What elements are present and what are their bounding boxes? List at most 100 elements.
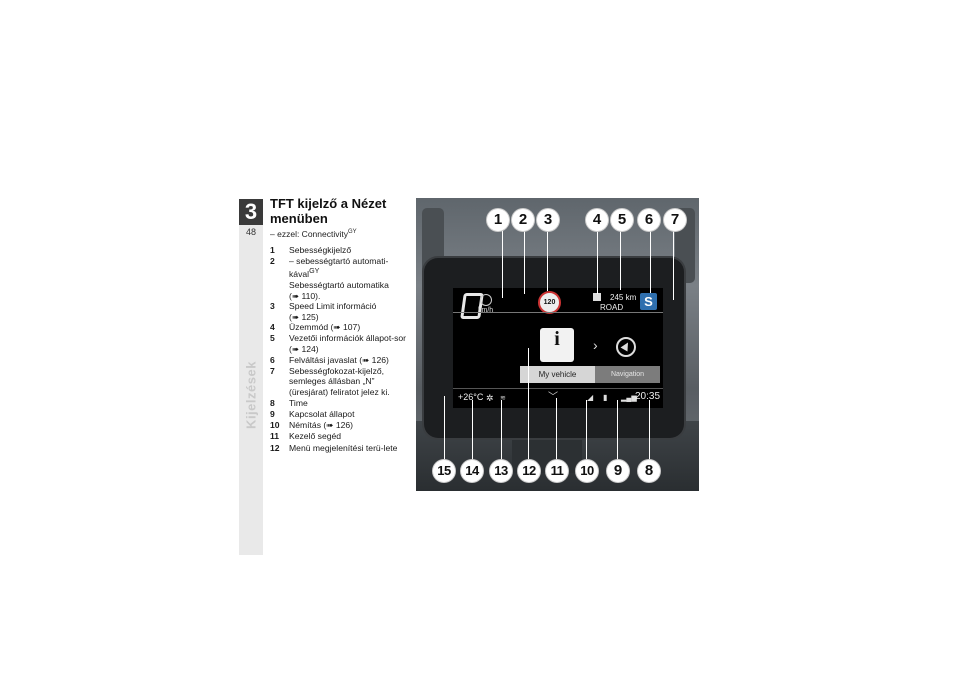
clock-readout: 20:35 <box>635 391 661 402</box>
prerequisite-sup: GY <box>347 229 357 236</box>
bottom-divider <box>453 388 663 389</box>
callout-8: 8 <box>638 460 660 482</box>
leader-line <box>617 400 618 460</box>
legend-num: 12 <box>270 442 280 453</box>
chapter-title-vertical: Kijelzések <box>243 320 259 470</box>
legend-text: Felváltási javaslat (➠ 126) <box>289 354 389 365</box>
chevron-down-icon: ﹀ <box>548 392 558 403</box>
legend-item: 8 Time <box>270 398 408 408</box>
legend-sup: GY <box>309 267 320 276</box>
legend-extra-line: (➠ 110). <box>289 290 321 301</box>
leader-line <box>650 230 651 293</box>
speedometer-icon <box>480 294 492 306</box>
legend-item: 4 Üzemmód (➠ 107) <box>270 322 408 332</box>
temperature-readout: +26°C <box>458 392 484 402</box>
callout-3: 3 <box>537 209 559 231</box>
connection-icon: ▮ <box>603 393 608 402</box>
legend-item: 3 Speed Limit információ <box>270 301 408 311</box>
gear-indicator: S <box>640 293 657 310</box>
tft-display-figure: km/h 120 245 km ROAD S i › My vehicle Na… <box>416 198 699 491</box>
legend-num: 6 <box>270 354 275 365</box>
mute-icon: ◢ <box>587 393 594 402</box>
leader-line <box>502 230 503 298</box>
leader-line <box>528 348 529 460</box>
top-divider <box>453 312 663 313</box>
signal-icon: ▂▄▆ <box>621 395 637 402</box>
legend-num: 8 <box>270 397 275 408</box>
legend-item: 6 Felváltási javaslat (➠ 126) <box>270 355 408 365</box>
legend-item: 1 Sebességkijelző <box>270 245 408 255</box>
legend-text: Kezelő segéd <box>289 431 342 442</box>
navigation-icon[interactable] <box>616 337 636 357</box>
legend-text: Kapcsolat állapot <box>289 408 355 419</box>
page-number: 48 <box>245 227 256 237</box>
legend-item: 11 Kezelő segéd <box>270 431 408 441</box>
chapter-title-text: Kijelzések <box>243 361 259 429</box>
legend-text: – sebességtartó automati-kávalGY <box>289 256 408 279</box>
chapter-number-tab: 3 <box>239 199 263 225</box>
range-readout: 245 km <box>610 293 637 302</box>
callout-7: 7 <box>664 209 686 231</box>
leader-line <box>501 400 502 460</box>
callout-2: 2 <box>512 209 534 231</box>
legend-text: Time <box>289 397 308 408</box>
legend-extra-line: Sebességtartó automatika <box>289 280 389 291</box>
legend-num: 7 <box>270 366 275 377</box>
legend-text: Sebességkijelző <box>289 245 352 255</box>
legend-item: 2 – sebességtartó automati-kávalGY <box>270 256 408 279</box>
leader-line <box>649 400 650 460</box>
info-tile-icon[interactable]: i <box>540 328 574 362</box>
leader-line <box>620 230 621 290</box>
legend-text-main: – sebességtartó automati-kával <box>289 256 389 280</box>
sun-icon: ✲ <box>486 393 494 403</box>
legend-num: 1 <box>270 245 275 255</box>
legend-num: 11 <box>270 431 280 442</box>
legend-num: 4 <box>270 322 275 333</box>
legend-text: Némítás (➠ 126) <box>289 420 354 431</box>
tab-navigation[interactable]: Navigation <box>595 366 660 383</box>
chapter-rail <box>239 225 263 555</box>
leader-line <box>472 400 473 460</box>
legend-num: 3 <box>270 300 275 311</box>
legend-item: 7 Sebességfokozat-kijelző, semleges állás… <box>270 366 408 397</box>
legend-text: Speed Limit információ <box>289 300 377 311</box>
leader-line <box>673 230 674 300</box>
legend-text: Sebességfokozat-kijelző, semleges állásb… <box>289 366 390 397</box>
prerequisite-dash: – <box>270 229 275 239</box>
leader-line <box>444 396 445 460</box>
leader-line <box>597 230 598 294</box>
text-column: TFT kijelző a Nézet menüben – ezzel: Con… <box>270 196 408 454</box>
legend-item: 9 Kapcsolat állapot <box>270 409 408 419</box>
legend-text: Vezetői információk állapot-sor (➠ 124) <box>289 333 407 354</box>
legend-num: 5 <box>270 333 275 344</box>
leader-line <box>547 230 548 291</box>
callout-12: 12 <box>518 460 540 482</box>
tab-my-vehicle[interactable]: My vehicle <box>520 366 595 383</box>
leader-line <box>524 230 525 294</box>
riding-mode: ROAD <box>600 303 624 312</box>
callout-11: 11 <box>546 460 568 482</box>
callout-14: 14 <box>461 460 483 482</box>
legend-item: 10 Némítás (➠ 126) <box>270 420 408 430</box>
leader-line <box>556 398 557 460</box>
callout-1: 1 <box>487 209 509 231</box>
legend-list: 1 Sebességkijelző 2 – sebességtartó automa… <box>270 245 408 453</box>
section-title: TFT kijelző a Nézet menüben <box>270 196 387 226</box>
prerequisite-text: ezzel: Connectivity <box>277 229 348 239</box>
chevron-right-icon: › <box>593 337 598 353</box>
callout-9: 9 <box>607 460 629 482</box>
legend-text: Üzemmód (➠ 107) <box>289 322 361 333</box>
callout-10: 10 <box>576 460 598 482</box>
callout-5: 5 <box>611 209 633 231</box>
legend-num: 10 <box>270 420 280 431</box>
fuel-icon <box>593 293 601 301</box>
heated-grip-icon: ≋ <box>500 395 506 402</box>
speed-unit: km/h <box>478 307 494 314</box>
leader-line <box>586 400 587 460</box>
callout-4: 4 <box>586 209 608 231</box>
legend-extra-line: (➠ 125) <box>289 312 319 323</box>
legend-num: 9 <box>270 408 275 419</box>
prerequisite-line: – ezzel: ConnectivityGY <box>270 229 408 239</box>
legend-num: 2 <box>270 256 275 267</box>
